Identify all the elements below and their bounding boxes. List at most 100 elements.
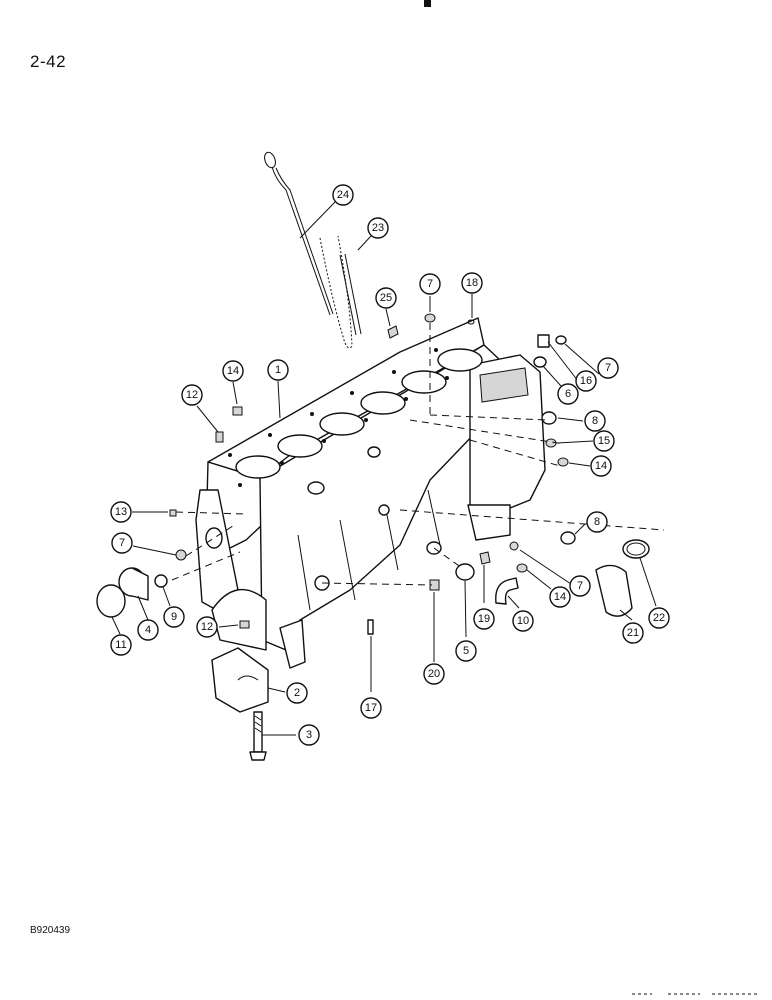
plug-25 [387,325,399,339]
callout-7: 7 [419,273,441,295]
seal-4 [118,567,149,601]
callout-22: 22 [648,607,670,629]
callout-25: 25 [375,287,397,309]
pin-17 [367,619,374,635]
dipstick [264,151,334,316]
dipstick-tube [319,235,362,349]
svg-text:25: 25 [380,292,392,304]
plug-7-left [175,549,187,561]
callout-14: 14 [222,360,244,382]
svg-text:5: 5 [463,645,469,657]
callout-11: 11 [110,634,132,656]
top-edge-mark [424,0,431,7]
callout-15: 15 [593,430,615,452]
svg-text:22: 22 [653,612,665,624]
hose-clamp-22 [622,539,650,559]
svg-text:13: 13 [115,506,127,518]
callout-21: 21 [622,622,644,644]
callout-4: 4 [137,619,159,641]
callout-19: 19 [473,608,495,630]
seal-11 [96,584,126,618]
elbow-10 [495,577,519,605]
plug-16 [537,334,550,348]
svg-text:19: 19 [478,613,490,625]
callout-12: 12 [181,384,203,406]
svg-text:8: 8 [594,516,600,528]
page-number: 2-42 [30,52,67,71]
callout-3: 3 [298,724,320,746]
dowel-12-top [215,431,224,443]
callout-8: 8 [584,410,606,432]
plug-8-top [541,411,557,425]
svg-text:18: 18 [466,277,478,289]
svg-text:3: 3 [306,729,312,741]
callout-13: 13 [110,501,132,523]
plug-7-right [555,335,567,345]
callout-7: 7 [597,357,619,379]
svg-text:8: 8 [592,415,598,427]
svg-text:9: 9 [171,611,177,623]
fitting-19 [479,551,491,565]
svg-text:12: 12 [201,621,213,633]
svg-text:10: 10 [517,615,529,627]
callout-23: 23 [367,217,389,239]
svg-text:7: 7 [605,362,611,374]
svg-text:16: 16 [580,375,592,387]
svg-text:24: 24 [337,189,349,201]
callout-20: 20 [423,663,445,685]
plug-8-right [560,531,576,545]
svg-text:7: 7 [577,580,583,592]
main-bearing-bolt [249,711,267,761]
engine-block [195,317,546,669]
svg-text:4: 4 [145,624,151,636]
svg-text:20: 20 [428,668,440,680]
callout-5: 5 [455,640,477,662]
plug-13 [169,509,177,517]
callout-14: 14 [590,455,612,477]
callout-7: 7 [569,575,591,597]
svg-text:21: 21 [627,627,639,639]
callout-12: 12 [196,616,218,638]
plug-6 [533,356,547,368]
callout-1: 1 [267,359,289,381]
callout-14: 14 [549,586,571,608]
seal-5 [455,563,475,581]
callout-8: 8 [586,511,608,533]
svg-text:7: 7 [119,537,125,549]
svg-text:15: 15 [598,435,610,447]
callout-16: 16 [575,370,597,392]
callout-9: 9 [163,606,185,628]
dowel-12-lower [239,620,250,629]
svg-text:11: 11 [115,639,126,651]
ring-18 [467,319,475,325]
assembly-lines [171,323,665,586]
svg-text:14: 14 [554,591,566,603]
svg-text:2: 2 [294,687,300,699]
callout-18: 18 [461,272,483,294]
plug-14-top [232,406,243,416]
callout-2: 2 [286,682,308,704]
svg-text:14: 14 [595,460,607,472]
callout-6: 6 [557,383,579,405]
callout-7: 7 [111,532,133,554]
plug-9 [154,574,168,588]
callout-24: 24 [332,184,354,206]
svg-text:14: 14 [227,365,239,377]
hose-21 [595,564,633,617]
callout-17: 17 [360,697,382,719]
svg-text:17: 17 [365,702,377,714]
plug-7-lower [509,541,519,551]
svg-text:23: 23 [372,222,384,234]
leader-lines [111,201,657,736]
drawing-code: B920439 [30,925,71,936]
main-bearing-cap [211,647,269,713]
svg-text:7: 7 [427,278,433,290]
svg-text:1: 1 [275,364,281,376]
plug-7-top [424,313,436,323]
plug-14-right [557,457,569,467]
callout-10: 10 [512,610,534,632]
svg-text:12: 12 [186,389,198,401]
plug-14-lower [516,563,528,573]
svg-text:6: 6 [565,388,571,400]
